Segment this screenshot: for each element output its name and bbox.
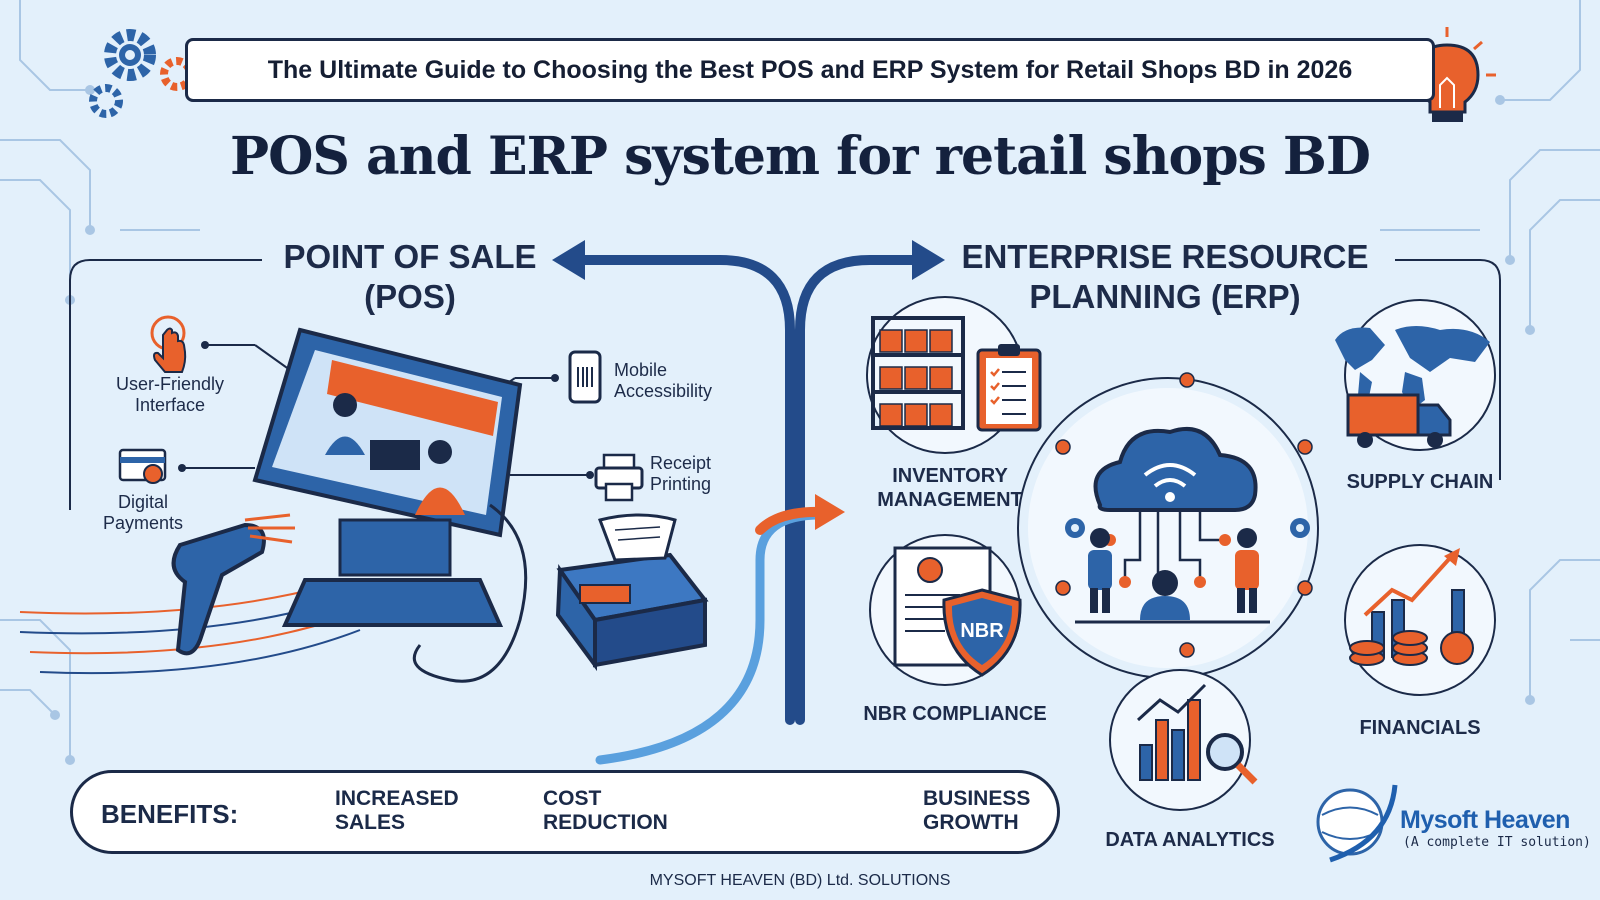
gear-icon bbox=[89, 29, 194, 118]
module-financials: FINANCIALS bbox=[1359, 717, 1481, 739]
erp-heading-line1: ENTERPRISE RESOURCE bbox=[961, 238, 1369, 275]
erp-heading: ENTERPRISE RESOURCE PLANNING (ERP) bbox=[955, 237, 1375, 317]
module-inventory-line1: INVENTORY bbox=[892, 465, 1008, 487]
footer-company: MYSOFT HEAVEN (BD) Ltd. SOLUTIONS bbox=[649, 872, 951, 889]
feature-digital-line1: Digital bbox=[117, 492, 169, 512]
benefit-business-growth: BUSINESS GROWTH bbox=[923, 787, 1030, 835]
module-supply-chain: SUPPLY CHAIN bbox=[1346, 471, 1494, 493]
cloud-icon bbox=[1093, 426, 1258, 512]
card-payment-icon bbox=[118, 448, 167, 484]
brand-name: Mysoft Heaven bbox=[1400, 806, 1570, 834]
feature-mobile-accessibility: Mobile Accessibility bbox=[614, 360, 744, 402]
touch-hand-icon bbox=[150, 315, 187, 373]
bar-chart-magnifier-icon bbox=[1136, 683, 1258, 785]
mobile-phone-icon bbox=[568, 350, 602, 404]
benefit-growth-line1: BUSINESS bbox=[923, 787, 1031, 810]
benefit-cost-line1: COST bbox=[543, 787, 602, 810]
feature-digital-payments: Digital Payments bbox=[88, 492, 198, 534]
benefit-sales-line2: SALES bbox=[335, 811, 406, 834]
feature-receipt-printing: Receipt Printing bbox=[650, 453, 750, 495]
receipt-printer-illustration bbox=[555, 513, 709, 672]
module-inventory-management: INVENTORY MANAGEMENT bbox=[860, 464, 1040, 512]
benefit-sales-line1: INCREASED bbox=[335, 787, 459, 810]
benefit-growth-line2: GROWTH bbox=[923, 811, 1019, 834]
clipboard-checklist-icon bbox=[976, 344, 1042, 432]
erp-heading-line2: PLANNING (ERP) bbox=[1029, 278, 1301, 315]
feature-user-friendly-line1: User-Friendly bbox=[115, 374, 225, 394]
brand-logo-globe bbox=[1316, 784, 1398, 863]
coins-icon bbox=[1349, 630, 1474, 666]
printer-icon bbox=[594, 453, 644, 502]
module-nbr-compliance: NBR COMPLIANCE bbox=[863, 703, 1047, 725]
barcode-scanner-illustration bbox=[171, 513, 295, 656]
module-inventory-line2: MANAGEMENT bbox=[877, 489, 1023, 511]
truck-icon bbox=[1346, 393, 1452, 448]
benefit-cost-reduction: COST REDUCTION bbox=[543, 787, 668, 835]
main-title: POS and ERP system for retail shops BD bbox=[230, 126, 1371, 187]
shield-icon bbox=[942, 588, 1022, 677]
pos-heading-line1: POINT OF SALE bbox=[283, 238, 537, 275]
benefit-cost-line2: REDUCTION bbox=[543, 811, 668, 834]
feature-mobile-line2: Accessibility bbox=[614, 381, 713, 401]
pos-heading: POINT OF SALE (POS) bbox=[255, 237, 565, 317]
feature-digital-line2: Payments bbox=[102, 513, 184, 533]
benefits-bar: BENEFITS: INCREASED SALES COST REDUCTION… bbox=[70, 770, 1060, 854]
feature-mobile-line1: Mobile bbox=[614, 360, 668, 380]
feature-user-friendly: User-Friendly Interface bbox=[100, 374, 240, 416]
title-banner: The Ultimate Guide to Choosing the Best … bbox=[185, 38, 1435, 102]
benefit-increased-sales: INCREASED SALES bbox=[335, 787, 459, 835]
benefits-title: BENEFITS: bbox=[101, 799, 239, 829]
module-data-analytics: DATA ANALYTICS bbox=[1105, 829, 1275, 851]
pos-terminal-illustration bbox=[252, 327, 528, 683]
feature-receipt-line2: Printing bbox=[650, 474, 712, 494]
warehouse-shelves-icon bbox=[871, 316, 965, 430]
banner-title: The Ultimate Guide to Choosing the Best … bbox=[267, 55, 1353, 84]
pos-heading-line2: (POS) bbox=[364, 278, 456, 315]
nbr-badge: NBR bbox=[960, 620, 1004, 642]
feature-user-friendly-line2: Interface bbox=[134, 395, 206, 415]
team-people-illustration bbox=[1075, 528, 1270, 624]
feature-receipt-line1: Receipt bbox=[650, 453, 712, 473]
brand-tagline: (A complete IT solution) bbox=[1403, 835, 1591, 850]
